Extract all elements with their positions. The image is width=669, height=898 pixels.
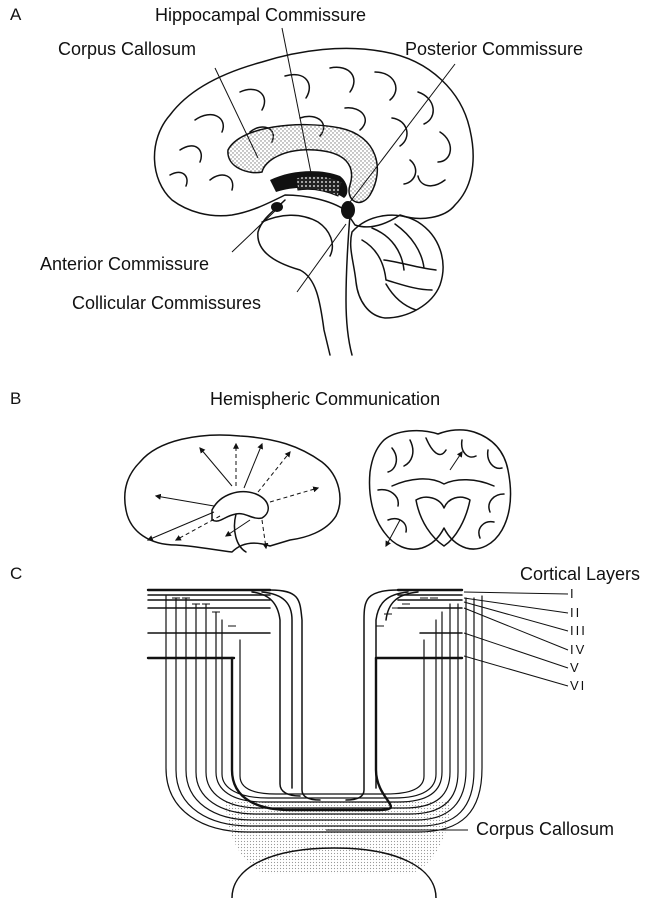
anterior-commissure-label: Anterior Commissure bbox=[40, 255, 209, 273]
hemispheric-arrows bbox=[148, 444, 318, 548]
posterior-commissure-blob bbox=[341, 201, 355, 219]
anterior-commissure-blob bbox=[271, 202, 283, 212]
coronal-arrow-top bbox=[450, 452, 462, 470]
layer-label-iv: IV bbox=[570, 643, 586, 656]
callosal-fibers bbox=[166, 590, 482, 832]
cerebellum bbox=[351, 215, 443, 318]
layer-label-i: I bbox=[570, 587, 576, 600]
corpus-callosum-label: Corpus Callosum bbox=[58, 40, 196, 58]
layer-lines-right bbox=[376, 590, 462, 658]
brainstem bbox=[258, 200, 352, 355]
layer-label-v: V bbox=[570, 661, 581, 674]
coronal-outline bbox=[370, 430, 511, 549]
cortical-layers-title: Cortical Layers bbox=[520, 565, 640, 583]
coronal-section-drawing bbox=[370, 430, 511, 549]
hippocampal-commissure-region bbox=[296, 176, 342, 196]
hemispheric-communication-title: Hemispheric Communication bbox=[210, 390, 440, 408]
posterior-commissure-label: Posterior Commissure bbox=[405, 40, 583, 58]
panel-a-letter: A bbox=[10, 6, 21, 23]
layer-leader-lines bbox=[464, 592, 568, 686]
lateral-inner-structure bbox=[212, 492, 268, 521]
layer-label-iii: III bbox=[570, 624, 587, 637]
hippocampal-commissure-label: Hippocampal Commissure bbox=[155, 6, 366, 24]
panel-c-letter: C bbox=[10, 565, 22, 582]
coronal-gyri bbox=[378, 438, 504, 538]
callosal-fiber-diagram bbox=[148, 590, 568, 898]
collicular-commissures-label: Collicular Commissures bbox=[72, 294, 261, 312]
lateral-brain-drawing bbox=[125, 435, 340, 552]
corpus-callosum-stipple bbox=[226, 802, 450, 874]
corpus-callosum-label-c: Corpus Callosum bbox=[476, 820, 614, 838]
fiber-terminals bbox=[172, 598, 438, 626]
corpus-callosum-region bbox=[228, 125, 377, 203]
layer-label-ii: II bbox=[570, 606, 581, 619]
coronal-corpus-callosum bbox=[392, 479, 494, 486]
coronal-ventricles bbox=[416, 497, 470, 546]
temporal-lobe-line bbox=[234, 514, 246, 552]
panel-b-letter: B bbox=[10, 390, 21, 407]
layer-label-vi: VI bbox=[570, 679, 586, 692]
diencephalon bbox=[262, 215, 332, 256]
cerebellum-folia bbox=[362, 224, 436, 310]
